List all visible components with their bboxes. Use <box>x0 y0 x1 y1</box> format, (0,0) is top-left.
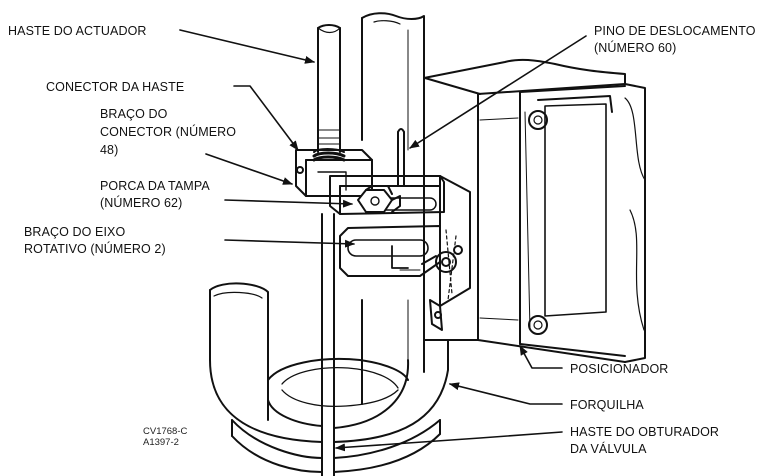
valve-plug-stem <box>321 213 335 476</box>
label-travel-pin-line2: (NÚMERO 60) <box>594 41 677 55</box>
actuator-stem <box>317 24 341 153</box>
label-actuator-stem: HASTE DO ACTUADOR <box>8 24 147 38</box>
label-connector-arm-line3: 48) <box>100 143 119 157</box>
positioner-housing <box>423 58 646 363</box>
label-plug-stem-line2: DA VÁLVULA <box>570 442 647 456</box>
label-yoke: FORQUILHA <box>570 398 644 412</box>
label-travel-pin-line1: PINO DE DESLOCAMENTO <box>594 24 756 38</box>
label-cap-nut-line1: PORCA DA TAMPA <box>100 179 210 193</box>
label-stem-connector: CONECTOR DA HASTE <box>46 80 185 94</box>
label-shaft-arm-line1: BRAÇO DO EIXO <box>24 225 126 239</box>
label-positioner: POSICIONADOR <box>570 362 669 376</box>
connector-arm-48 <box>329 128 445 215</box>
label-connector-arm-line1: BRAÇO DO <box>100 107 168 121</box>
drawing-code-line1: CV1768-C <box>143 426 188 437</box>
rotary-shaft-arm-2 <box>339 225 457 301</box>
label-cap-nut-line2: (NÚMERO 62) <box>100 196 183 210</box>
label-plug-stem-line1: HASTE DO OBTURADOR <box>570 425 720 439</box>
yoke-upright <box>361 12 425 405</box>
leader-arrows <box>179 29 587 452</box>
cap-nut-62 <box>357 185 401 213</box>
label-connector-arm-line2: CONECTOR (NÚMERO <box>100 125 237 139</box>
drawing-code-line2: A1397-2 <box>143 437 179 448</box>
label-shaft-arm-line2: ROTATIVO (NÚMERO 2) <box>24 242 166 256</box>
yoke-saddle <box>209 282 449 473</box>
stem-connector-block <box>295 148 373 197</box>
